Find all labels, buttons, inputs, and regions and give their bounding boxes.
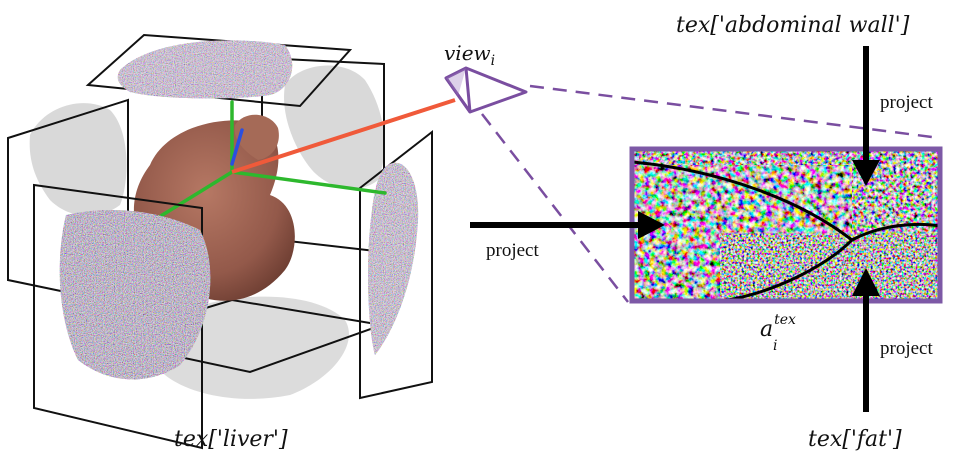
atlas-label: atex (760, 312, 796, 342)
scene-3d (7, 33, 456, 450)
atlas-label-sub: i (773, 338, 777, 354)
tex-fat-label: tex['fat'] (808, 427, 902, 452)
plane-top (85, 33, 353, 108)
atlas-region-liver (632, 165, 852, 301)
project-label-top: project (880, 92, 933, 113)
arrow-top-head (852, 160, 880, 186)
atlas-frame (629, 146, 943, 304)
atlas-region-fat (720, 233, 940, 301)
project-label-bottom: project (880, 338, 933, 359)
top-texture (117, 40, 293, 99)
tex-liver-label: tex['liver'] (174, 427, 288, 452)
view-ray (231, 98, 456, 174)
arrow-left-head (638, 211, 665, 239)
shadow-left (29, 103, 127, 216)
boundary-right (851, 222, 940, 242)
right-texture (368, 162, 419, 355)
view-label: viewi (444, 41, 495, 69)
frustum-dashed-lines (481, 84, 941, 303)
camera-frustum-icon (444, 66, 528, 114)
axis-z-right (230, 170, 387, 195)
plane-left-front (33, 183, 203, 450)
project-arrows (470, 46, 880, 412)
arrow-bottom-head (852, 268, 880, 296)
project-label-left: project (486, 240, 539, 261)
liver-texture (59, 210, 211, 380)
boundary-top (632, 160, 853, 242)
tex-abdominal-wall-label: tex['abdominal wall'] (676, 13, 910, 38)
plane-right-front (359, 129, 433, 400)
axis-blue (230, 128, 244, 166)
boundary-bottom (721, 238, 854, 301)
liver-lobe-top (234, 114, 279, 160)
